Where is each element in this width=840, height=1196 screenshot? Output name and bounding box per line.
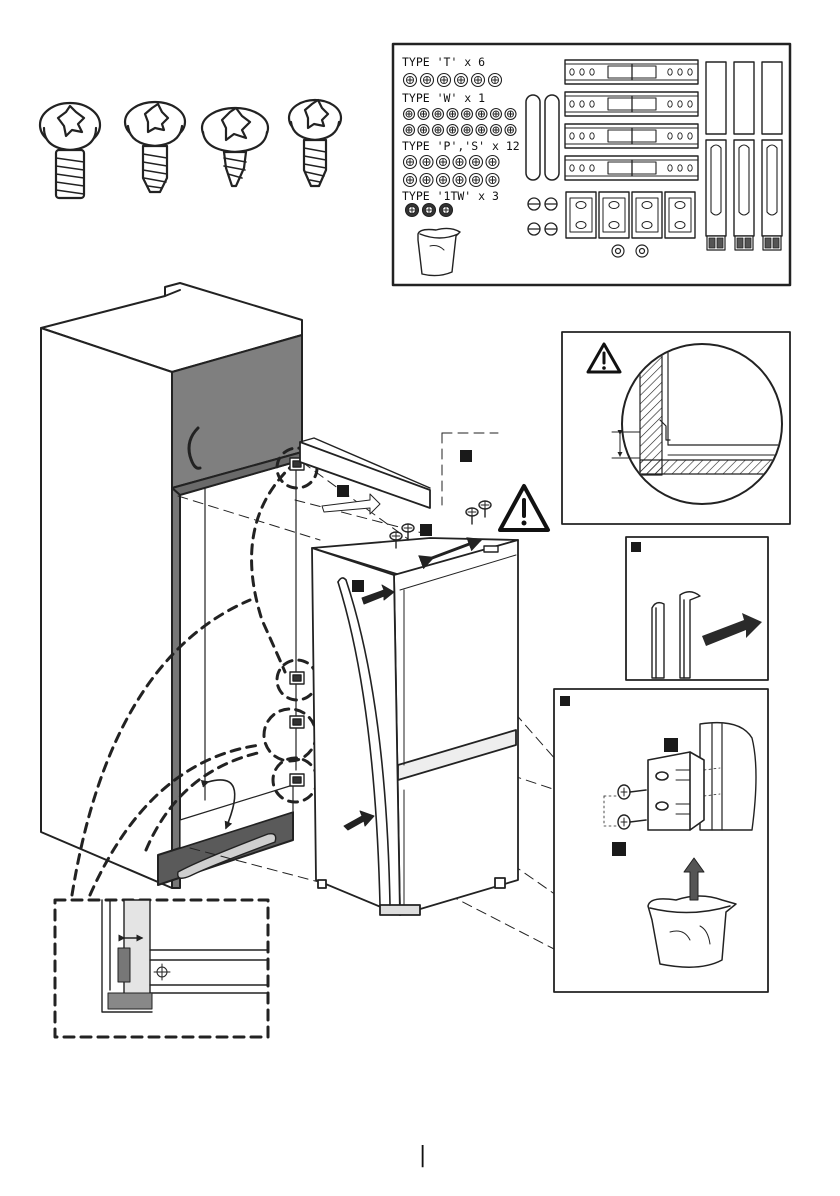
rail-icon xyxy=(565,60,698,84)
screw-wood-icon xyxy=(125,102,185,192)
kit-screw-icon xyxy=(438,74,451,87)
rail-icon xyxy=(565,92,698,116)
kit-screw-icon xyxy=(423,204,436,217)
kit-screw-icon xyxy=(505,109,516,120)
kit-screw-icon xyxy=(421,74,434,87)
kit-screw-icon xyxy=(437,156,450,169)
kit-screw-icon xyxy=(447,125,458,136)
kit-type-1tw-label: TYPE '1TW' x 3 xyxy=(402,189,499,203)
bracket-block-icon xyxy=(566,192,596,238)
kit-type-ps-label: TYPE 'P','S' x 12 xyxy=(402,139,520,153)
kit-screw-icon xyxy=(433,125,444,136)
kit-screw-icon xyxy=(462,109,473,120)
kit-screw-icon xyxy=(406,204,419,217)
kit-type-t-label: TYPE 'T' x 6 xyxy=(402,55,485,69)
kit-screw-icon xyxy=(420,156,433,169)
kit-screw-icon xyxy=(404,174,417,187)
kit-screw-icon xyxy=(447,109,458,120)
kit-screw-icon xyxy=(505,125,516,136)
kit-screw-icon xyxy=(433,109,444,120)
kit-screw-icon xyxy=(470,174,483,187)
bracket-block-icon xyxy=(599,192,629,238)
kit-screw-icon xyxy=(486,174,499,187)
hinge-blocks xyxy=(290,458,304,786)
rail-icon xyxy=(565,124,698,148)
kit-type-1tw-items xyxy=(406,204,453,217)
detail-bracket-install xyxy=(554,689,768,992)
detail-seal-removal xyxy=(626,537,768,680)
rail-icon xyxy=(565,156,698,180)
vertical-channel-brackets xyxy=(706,62,782,250)
kit-screw-icon xyxy=(404,125,415,136)
kit-screw-icon xyxy=(453,156,466,169)
channel-bracket-icon xyxy=(706,62,726,250)
kit-screw-icon xyxy=(437,174,450,187)
screw-types-illustration xyxy=(40,100,341,198)
kit-screw-icon xyxy=(489,74,502,87)
kit-screw-icon xyxy=(404,156,417,169)
kit-screw-icon xyxy=(420,174,433,187)
kit-screw-icon xyxy=(462,125,473,136)
detail-plinth-clearance xyxy=(55,900,268,1037)
kit-screw-icon xyxy=(455,74,468,87)
kit-screw-icon xyxy=(491,125,502,136)
parts-kit-panel: TYPE 'T' x 6 TYPE 'W' x 1 TYPE 'P','S' x… xyxy=(393,44,790,285)
kit-screw-icon xyxy=(440,204,453,217)
page-marker: | xyxy=(416,1143,429,1168)
kit-screw-icon xyxy=(404,74,417,87)
kit-screw-icon xyxy=(476,109,487,120)
housing-cabinet xyxy=(41,283,302,888)
screw-machine-icon xyxy=(40,103,100,198)
warning-icon xyxy=(500,486,548,530)
kit-screw-icon xyxy=(476,125,487,136)
screw-washer-icon xyxy=(202,108,268,186)
kit-screw-icon xyxy=(418,109,429,120)
kit-screw-icon xyxy=(470,156,483,169)
screw-small-icon xyxy=(289,100,341,186)
kit-screw-icon xyxy=(404,109,415,120)
kit-type-w-label: TYPE 'W' x 1 xyxy=(402,91,485,105)
bracket-block-icon xyxy=(665,192,695,238)
kit-screw-icon xyxy=(418,125,429,136)
channel-bracket-icon xyxy=(762,62,782,250)
bracket-block-icon xyxy=(632,192,662,238)
kit-screw-icon xyxy=(453,174,466,187)
channel-bracket-icon xyxy=(734,62,754,250)
kit-screw-icon xyxy=(472,74,485,87)
detail-clearance xyxy=(562,332,790,524)
kit-screw-icon xyxy=(491,109,502,120)
kit-screw-icon xyxy=(486,156,499,169)
